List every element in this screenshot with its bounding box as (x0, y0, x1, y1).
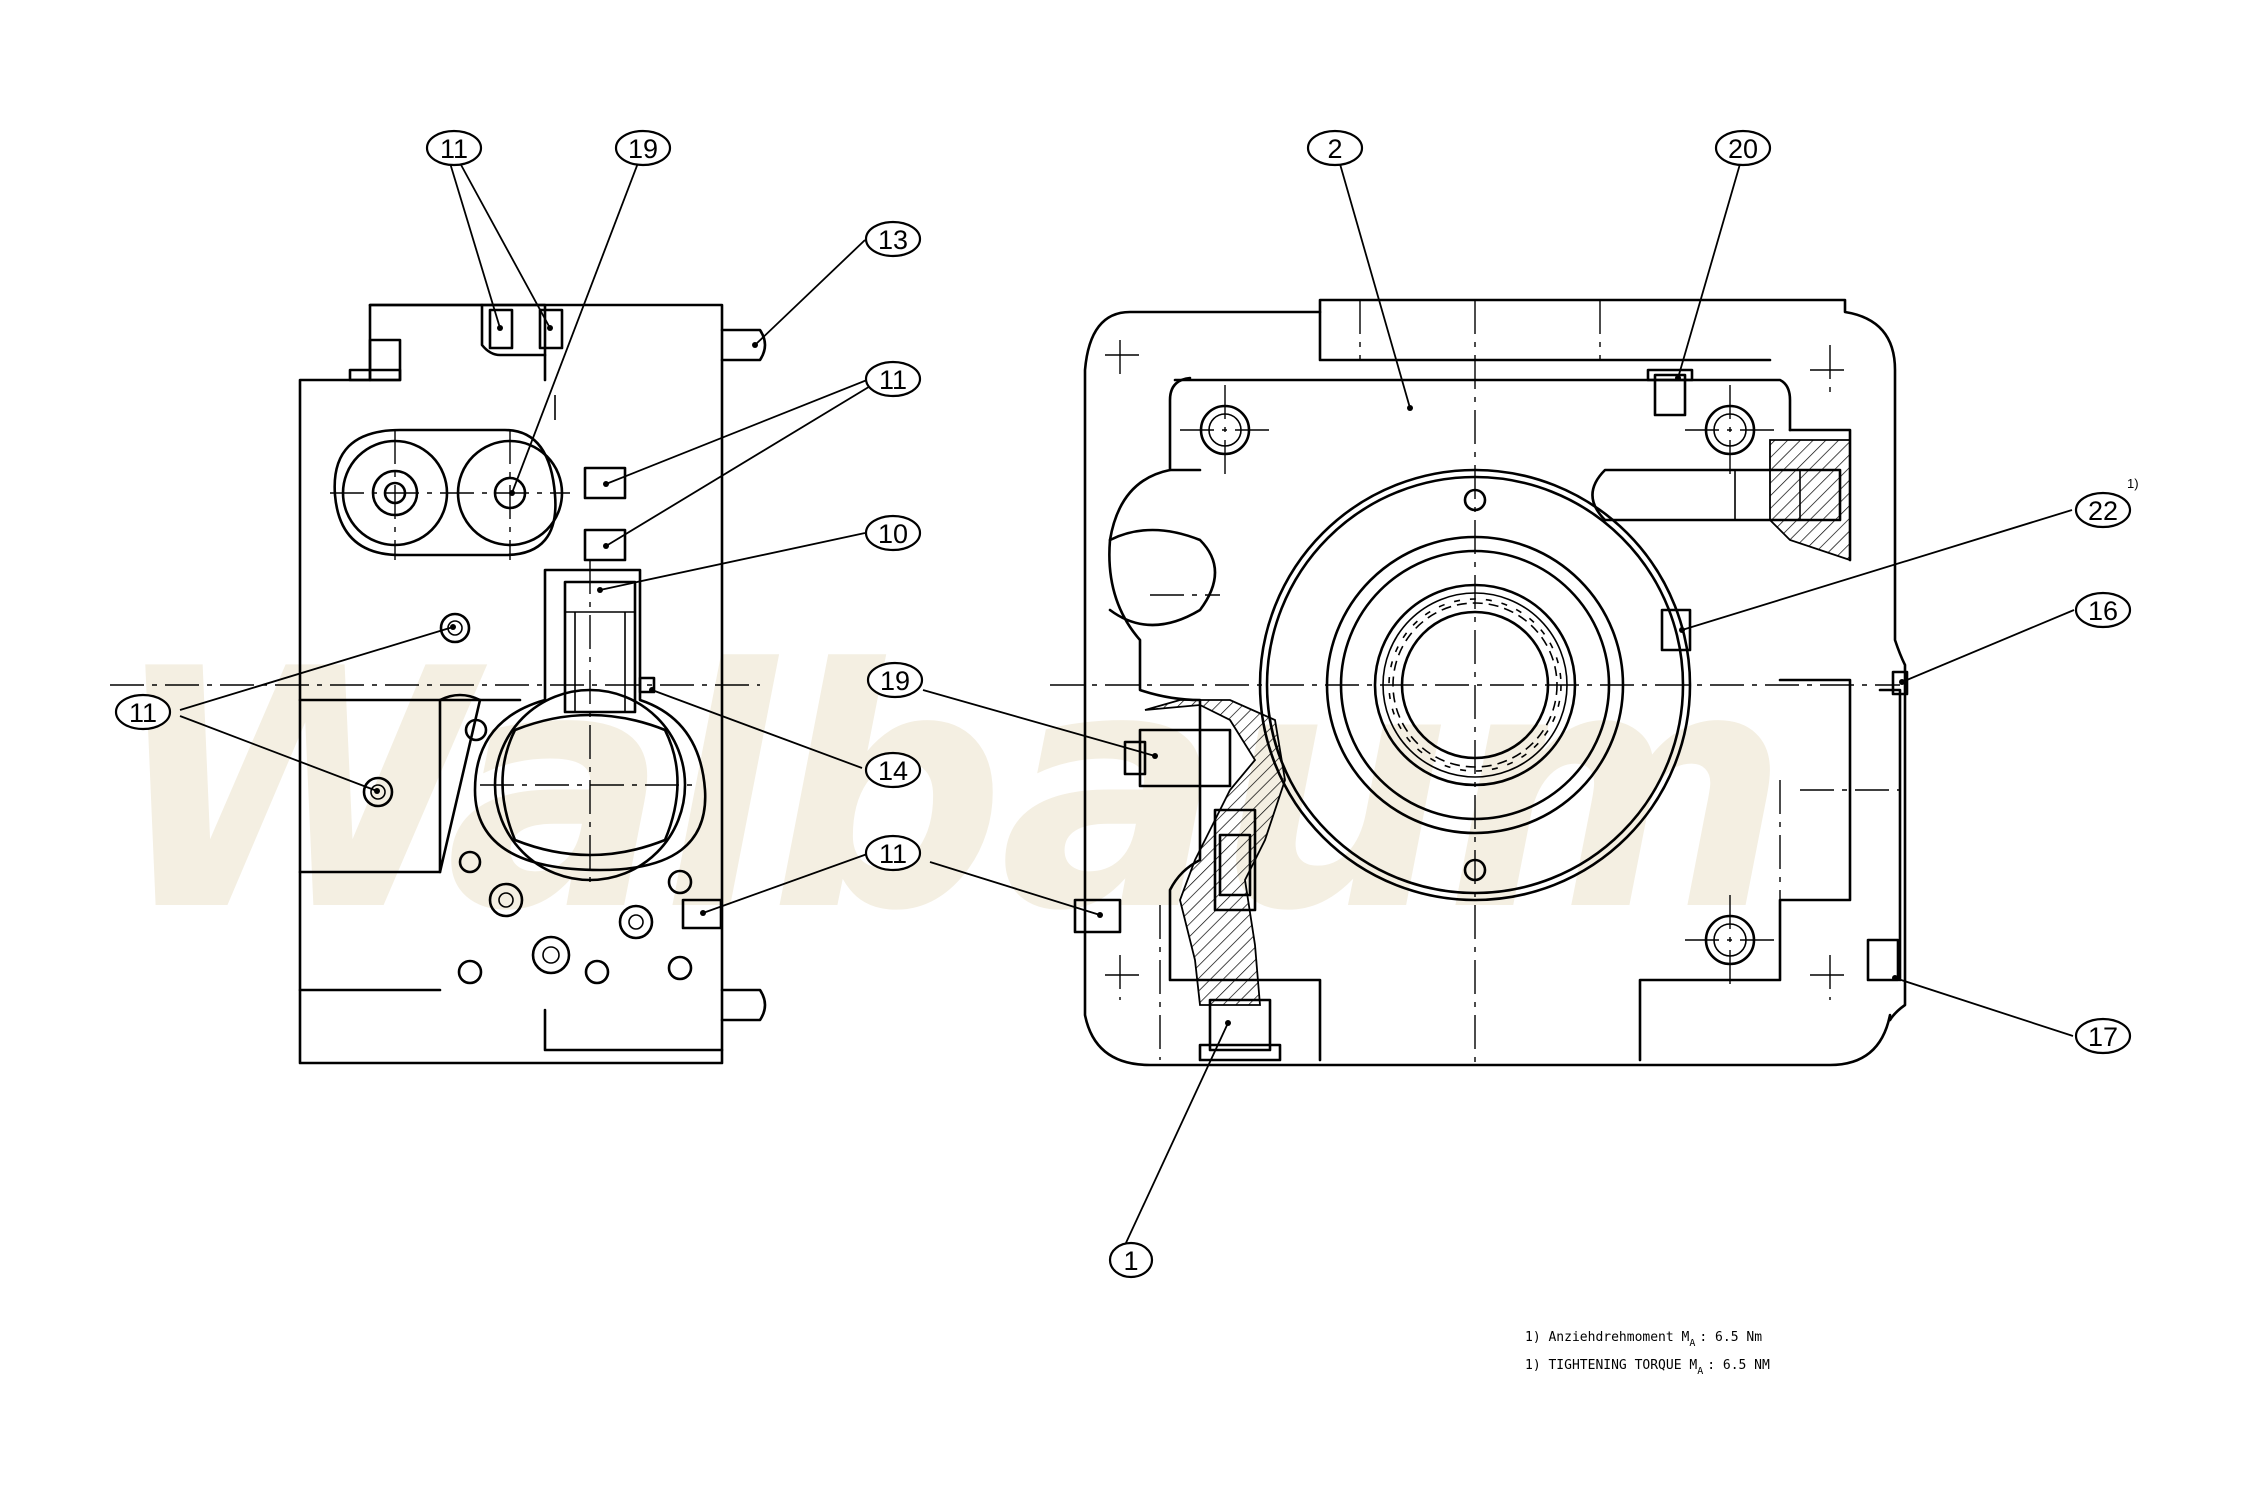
balloon-11-left: 11 (114, 693, 172, 731)
balloon-14: 14 (864, 751, 922, 789)
svg-text:11: 11 (879, 365, 907, 395)
svg-text:1: 1 (1123, 1246, 1138, 1276)
balloon-2: 2 (1306, 129, 1364, 167)
svg-text:19: 19 (628, 134, 658, 164)
svg-text:17: 17 (2088, 1022, 2118, 1052)
balloon-19-mid: 19 (866, 661, 924, 699)
svg-text:13: 13 (878, 225, 908, 255)
watermark-text: Walbaum (110, 599, 1783, 983)
balloon-11-right: 11 (864, 360, 922, 398)
svg-text:16: 16 (2088, 596, 2118, 626)
balloon-22: 22 1) (2074, 476, 2139, 529)
right-view (1050, 298, 1909, 1070)
svg-text:19: 19 (880, 666, 910, 696)
svg-text:11: 11 (879, 839, 907, 869)
note-en: 1) TIGHTENING TORQUE MA: 6.5 NM (1525, 1358, 1770, 1377)
balloon-13: 13 (864, 220, 922, 258)
svg-text:22: 22 (2088, 496, 2118, 526)
torque-notes: 1) Anziehdrehmoment MA: 6.5 Nm 1) TIGHTE… (1525, 1330, 1770, 1377)
balloon-11-top: 11 (425, 129, 483, 167)
balloon-20: 20 (1714, 129, 1772, 167)
part-balloons: 11 19 13 11 10 11 19 14 11 2 20 221) 16 … (114, 129, 2139, 1279)
balloon-10: 10 (864, 514, 922, 552)
balloon-17: 17 (2074, 1017, 2132, 1055)
svg-text:10: 10 (878, 519, 908, 549)
note-de: 1) Anziehdrehmoment MA: 6.5 Nm (1525, 1330, 1762, 1349)
balloon-11-bottom: 11 (864, 834, 922, 872)
svg-text:11: 11 (440, 134, 468, 164)
leader-lines (179, 162, 2075, 1246)
left-view (110, 303, 767, 1065)
svg-text:2: 2 (1327, 134, 1342, 164)
balloon-16: 16 (2074, 591, 2132, 629)
balloon-1: 1 (1108, 1241, 1154, 1279)
svg-text:1): 1) (2127, 476, 2139, 491)
svg-text:11: 11 (129, 698, 157, 728)
svg-text:14: 14 (878, 756, 908, 786)
svg-text:20: 20 (1728, 134, 1758, 164)
balloon-19-top: 19 (614, 129, 672, 167)
